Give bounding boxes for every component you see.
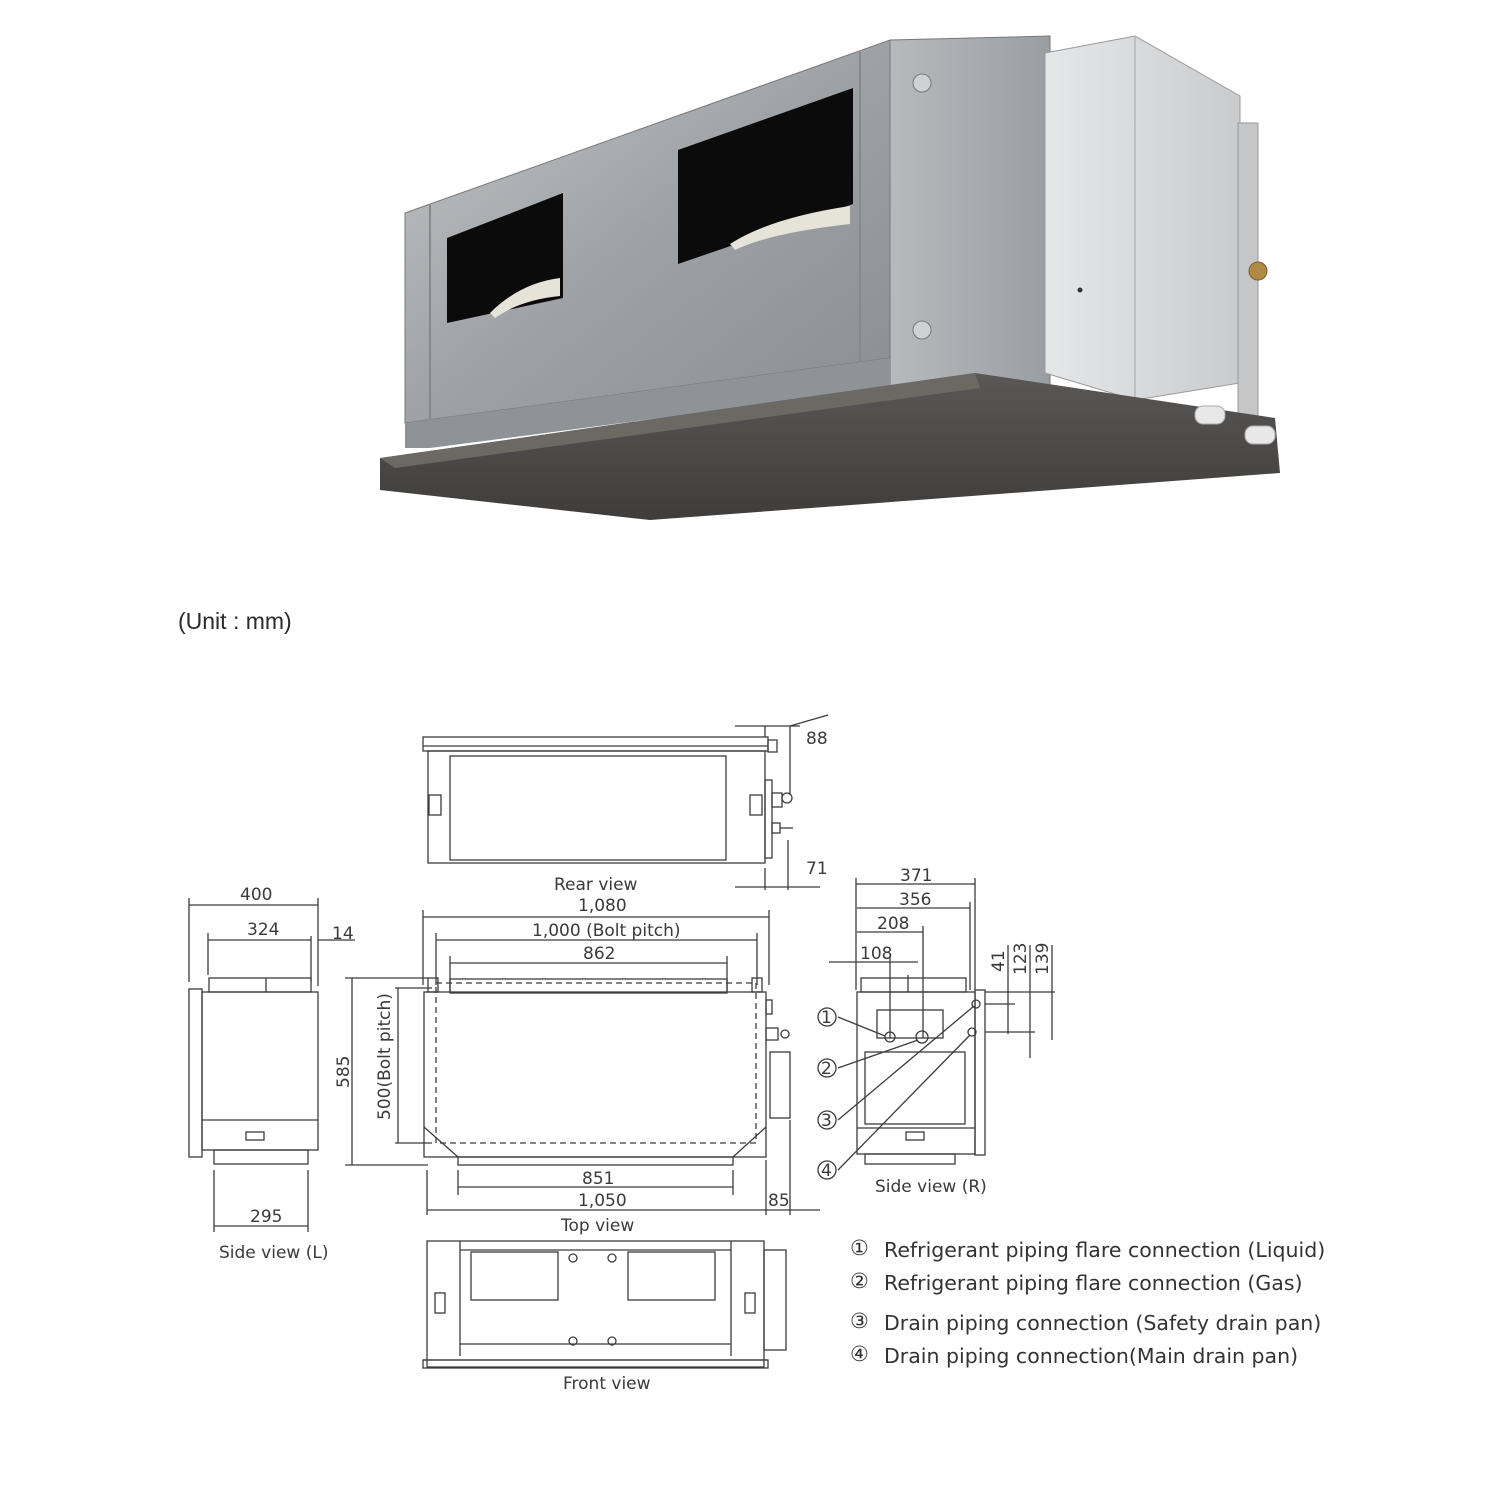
dim-top-1000-bolt-pitch: 1,000 (Bolt pitch) [532,921,681,941]
unit-label: (Unit : mm) [178,608,292,634]
dim-side-l-14: 14 [332,924,354,944]
dim-side-r-208: 208 [877,914,909,934]
dim-side-l-295: 295 [250,1207,282,1227]
legend-number-3: ③ [850,1308,869,1333]
dim-side-r-371: 371 [900,866,932,886]
dim-rear-88: 88 [806,729,828,749]
dim-side-r-356: 356 [899,890,931,910]
legend-text-2: Refrigerant piping flare connection (Gas… [884,1271,1303,1296]
dim-side-l-324: 324 [247,920,279,940]
dim-top-500-bolt-pitch: 500(Bolt pitch) [375,993,395,1120]
dim-top-1080: 1,080 [578,896,627,916]
caption-side-view-left: Side view (L) [219,1243,328,1263]
product-photo [380,35,1280,520]
dim-side-r-139: 139 [1033,943,1053,975]
caption-front-view: Front view [563,1374,651,1394]
dim-side-r-108: 108 [860,944,892,964]
dim-top-862: 862 [583,944,615,964]
dim-side-l-400: 400 [240,885,272,905]
dim-side-r-123: 123 [1011,943,1031,975]
legend-text-4: Drain piping connection(Main drain pan) [884,1344,1299,1369]
connection-legend: ① Refrigerant piping flare connection (L… [850,1234,1325,1373]
top-view [395,910,820,1215]
marker-3: 3 [821,1111,832,1131]
dim-top-1050: 1,050 [578,1191,627,1211]
rear-view [422,714,829,890]
dim-top-851: 851 [582,1169,614,1189]
caption-top-view: Top view [560,1216,634,1236]
legend-item-liquid: ① Refrigerant piping flare connection (L… [850,1234,1325,1267]
dim-top-85: 85 [768,1191,790,1211]
dim-rear-71: 71 [806,859,828,879]
caption-rear-view: Rear view [554,875,638,895]
dim-top-585: 585 [334,1056,354,1088]
dim-side-r-41: 41 [989,950,1009,972]
side-view-left [188,898,428,1232]
legend-number-2: ② [850,1268,869,1293]
legend-number-4: ④ [850,1341,869,1366]
legend-text-3: Drain piping connection (Safety drain pa… [884,1311,1322,1336]
legend-number-1: ① [850,1235,869,1260]
marker-1: 1 [821,1008,832,1028]
marker-2: 2 [821,1059,832,1079]
legend-text-1: Refrigerant piping flare connection (Liq… [884,1238,1326,1263]
side-view-right [817,878,1055,1180]
legend-item-main-drain: ④ Drain piping connection(Main drain pan… [850,1340,1325,1373]
legend-item-gas: ② Refrigerant piping flare connection (G… [850,1267,1325,1300]
legend-item-safety-drain: ③ Drain piping connection (Safety drain … [850,1307,1325,1340]
front-view [422,1240,787,1369]
marker-4: 4 [821,1161,832,1181]
caption-side-view-right: Side view (R) [875,1177,987,1197]
